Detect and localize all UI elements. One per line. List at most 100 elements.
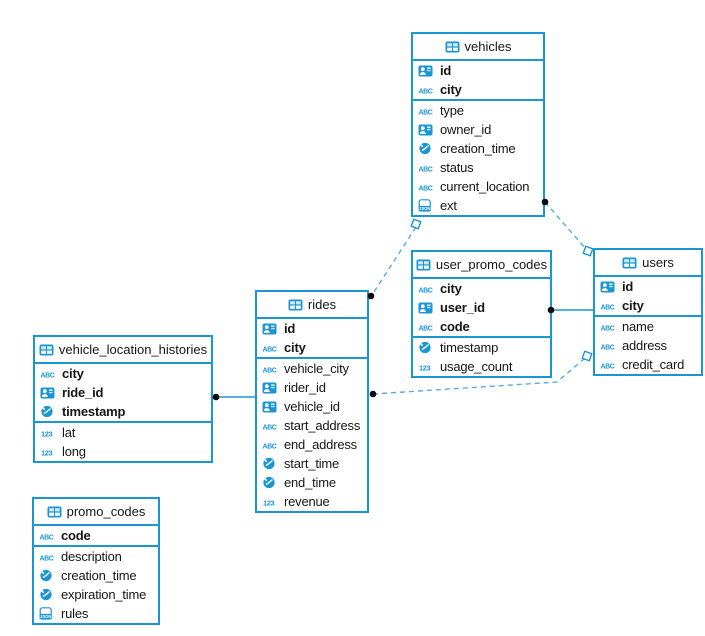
abc-icon: ABC (418, 105, 436, 117)
column-rides-vehicle_id[interactable]: vehicle_id (257, 397, 367, 416)
column-vehicles-id[interactable]: id (413, 61, 543, 80)
time-icon (39, 588, 57, 601)
column-vehicle_location_histories-timestamp[interactable]: timestamp (35, 402, 211, 421)
column-name: vehicle_id (284, 399, 340, 414)
uuid-icon (418, 124, 436, 136)
column-user_promo_codes-timestamp[interactable]: timestamp (413, 338, 550, 357)
column-name: city (622, 298, 644, 313)
column-rides-end_address[interactable]: ABC end_address (257, 435, 367, 454)
time-icon (262, 476, 280, 489)
column-rides-start_time[interactable]: start_time (257, 454, 367, 473)
column-promo_codes-expiration_time[interactable]: expiration_time (34, 585, 158, 604)
time-icon (418, 142, 436, 155)
table-title: vehicle_location_histories (58, 342, 208, 357)
column-vehicle_location_histories-long[interactable]: 123 long (35, 442, 211, 461)
relationship-diamond-endpoint (581, 350, 593, 362)
svg-text:ABC: ABC (601, 363, 615, 370)
json-icon: JSON (418, 199, 436, 212)
svg-text:ABC: ABC (419, 185, 433, 192)
connection-vehicle_location_histories-rides (212, 393, 256, 401)
column-users-credit_card[interactable]: ABC credit_card (595, 355, 701, 374)
column-name: end_address (284, 437, 357, 452)
relationship-dot-endpoint (369, 390, 377, 398)
123-icon: 123 (418, 361, 436, 373)
column-name: long (62, 444, 86, 459)
uuid-icon (600, 281, 618, 293)
table-header-rides[interactable]: rides (257, 292, 367, 317)
svg-text:ABC: ABC (263, 443, 277, 450)
column-name: start_address (284, 418, 361, 433)
svg-text:123: 123 (41, 448, 53, 457)
table-icon (416, 259, 431, 271)
table-header-vehicle_location_histories[interactable]: vehicle_location_histories (35, 337, 211, 362)
table-header-users[interactable]: users (595, 250, 701, 275)
table-title: users (642, 255, 674, 270)
table-icon (288, 299, 303, 311)
abc-icon: ABC (262, 342, 280, 354)
column-users-address[interactable]: ABC address (595, 336, 701, 355)
column-name: description (61, 549, 122, 564)
table-header-user_promo_codes[interactable]: user_promo_codes (413, 252, 550, 277)
uuid-icon (262, 323, 280, 335)
column-vehicle_location_histories-ride_id[interactable]: ride_id (35, 383, 211, 402)
column-rides-rider_id[interactable]: rider_id (257, 378, 367, 397)
column-users-id[interactable]: id (595, 277, 701, 296)
abc-icon: ABC (600, 340, 618, 352)
table-title: vehicles (464, 39, 512, 54)
column-name: code (440, 319, 470, 334)
table-header-vehicles[interactable]: vehicles (413, 34, 543, 59)
relationship-dot-endpoint (212, 393, 220, 401)
column-name: address (622, 338, 667, 353)
time-icon (262, 457, 280, 470)
abc-icon: ABC (40, 368, 58, 380)
column-vehicles-creation_time[interactable]: creation_time (413, 139, 543, 158)
svg-text:ABC: ABC (263, 367, 277, 374)
abc-icon: ABC (600, 300, 618, 312)
column-vehicles-owner_id[interactable]: owner_id (413, 120, 543, 139)
column-rides-id[interactable]: id (257, 319, 367, 338)
uuid-icon (40, 387, 58, 399)
svg-text:ABC: ABC (419, 166, 433, 173)
table-header-promo_codes[interactable]: promo_codes (34, 499, 158, 524)
column-promo_codes-creation_time[interactable]: creation_time (34, 566, 158, 585)
abc-icon: ABC (418, 181, 436, 193)
column-name: credit_card (622, 357, 685, 372)
abc-icon: ABC (418, 84, 436, 96)
svg-text:123: 123 (263, 498, 275, 507)
table-title: promo_codes (66, 504, 146, 519)
column-users-city[interactable]: ABC city (595, 296, 701, 315)
column-rides-end_time[interactable]: end_time (257, 473, 367, 492)
column-name: id (622, 279, 634, 294)
table-title: user_promo_codes (435, 257, 548, 272)
column-user_promo_codes-user_id[interactable]: user_id (413, 298, 550, 317)
